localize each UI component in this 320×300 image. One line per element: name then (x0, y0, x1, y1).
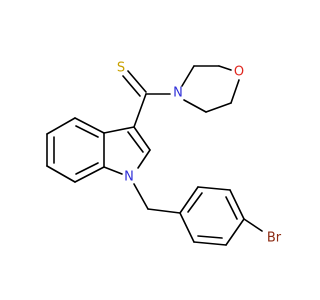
bond-c-s-2 (122, 75, 141, 97)
bond-benz-2 (46, 117, 76, 135)
bond-morph-5 (205, 102, 232, 113)
bond-morph-4 (230, 79, 240, 104)
bond-c-c3 (133, 93, 147, 128)
bond-n1-c7a (103, 166, 123, 175)
molecule-structure: S N O N Br (46, 61, 282, 246)
bond-ph-3b (225, 196, 238, 220)
bond-ph-2 (197, 186, 231, 191)
bond-ph-1 (179, 186, 199, 214)
atom-sulfur: S (117, 61, 125, 76)
bond-c3-c3a (103, 126, 135, 134)
atom-bromine: Br (267, 231, 282, 246)
bond-benz-5 (74, 166, 105, 183)
atom-nitrogen-indole: N (124, 170, 134, 185)
bond-benz-5b (75, 162, 99, 175)
bond-morph-6 (183, 99, 207, 113)
bond-ph-3 (229, 189, 245, 220)
bond-ph-4 (225, 218, 245, 246)
bond-ph-6 (179, 212, 195, 243)
bond-benz-1b (75, 125, 99, 138)
bond-benz-1 (74, 117, 105, 134)
bond-c-br (243, 218, 263, 232)
bond-ph-5 (193, 241, 227, 246)
bond-benz-4 (46, 165, 76, 183)
atom-oxygen: O (234, 65, 244, 80)
bond-c3-c2-2 (127, 131, 144, 153)
bond-morph-3 (218, 65, 232, 71)
bond-ph-5b (197, 235, 223, 239)
bond-ch2-ph (147, 208, 181, 214)
bonds (46, 65, 263, 246)
bond-n1-ch2 (133, 183, 149, 210)
atom-labels: S N O N Br (117, 61, 282, 246)
bond-ph-1b (187, 192, 203, 213)
bond-c2-n1 (137, 149, 151, 169)
bond-c-s-1 (127, 70, 147, 93)
bond-c3-c2-1 (133, 126, 151, 151)
atom-nitrogen-morpholine: N (173, 86, 183, 101)
bond-morph-1 (181, 65, 195, 87)
